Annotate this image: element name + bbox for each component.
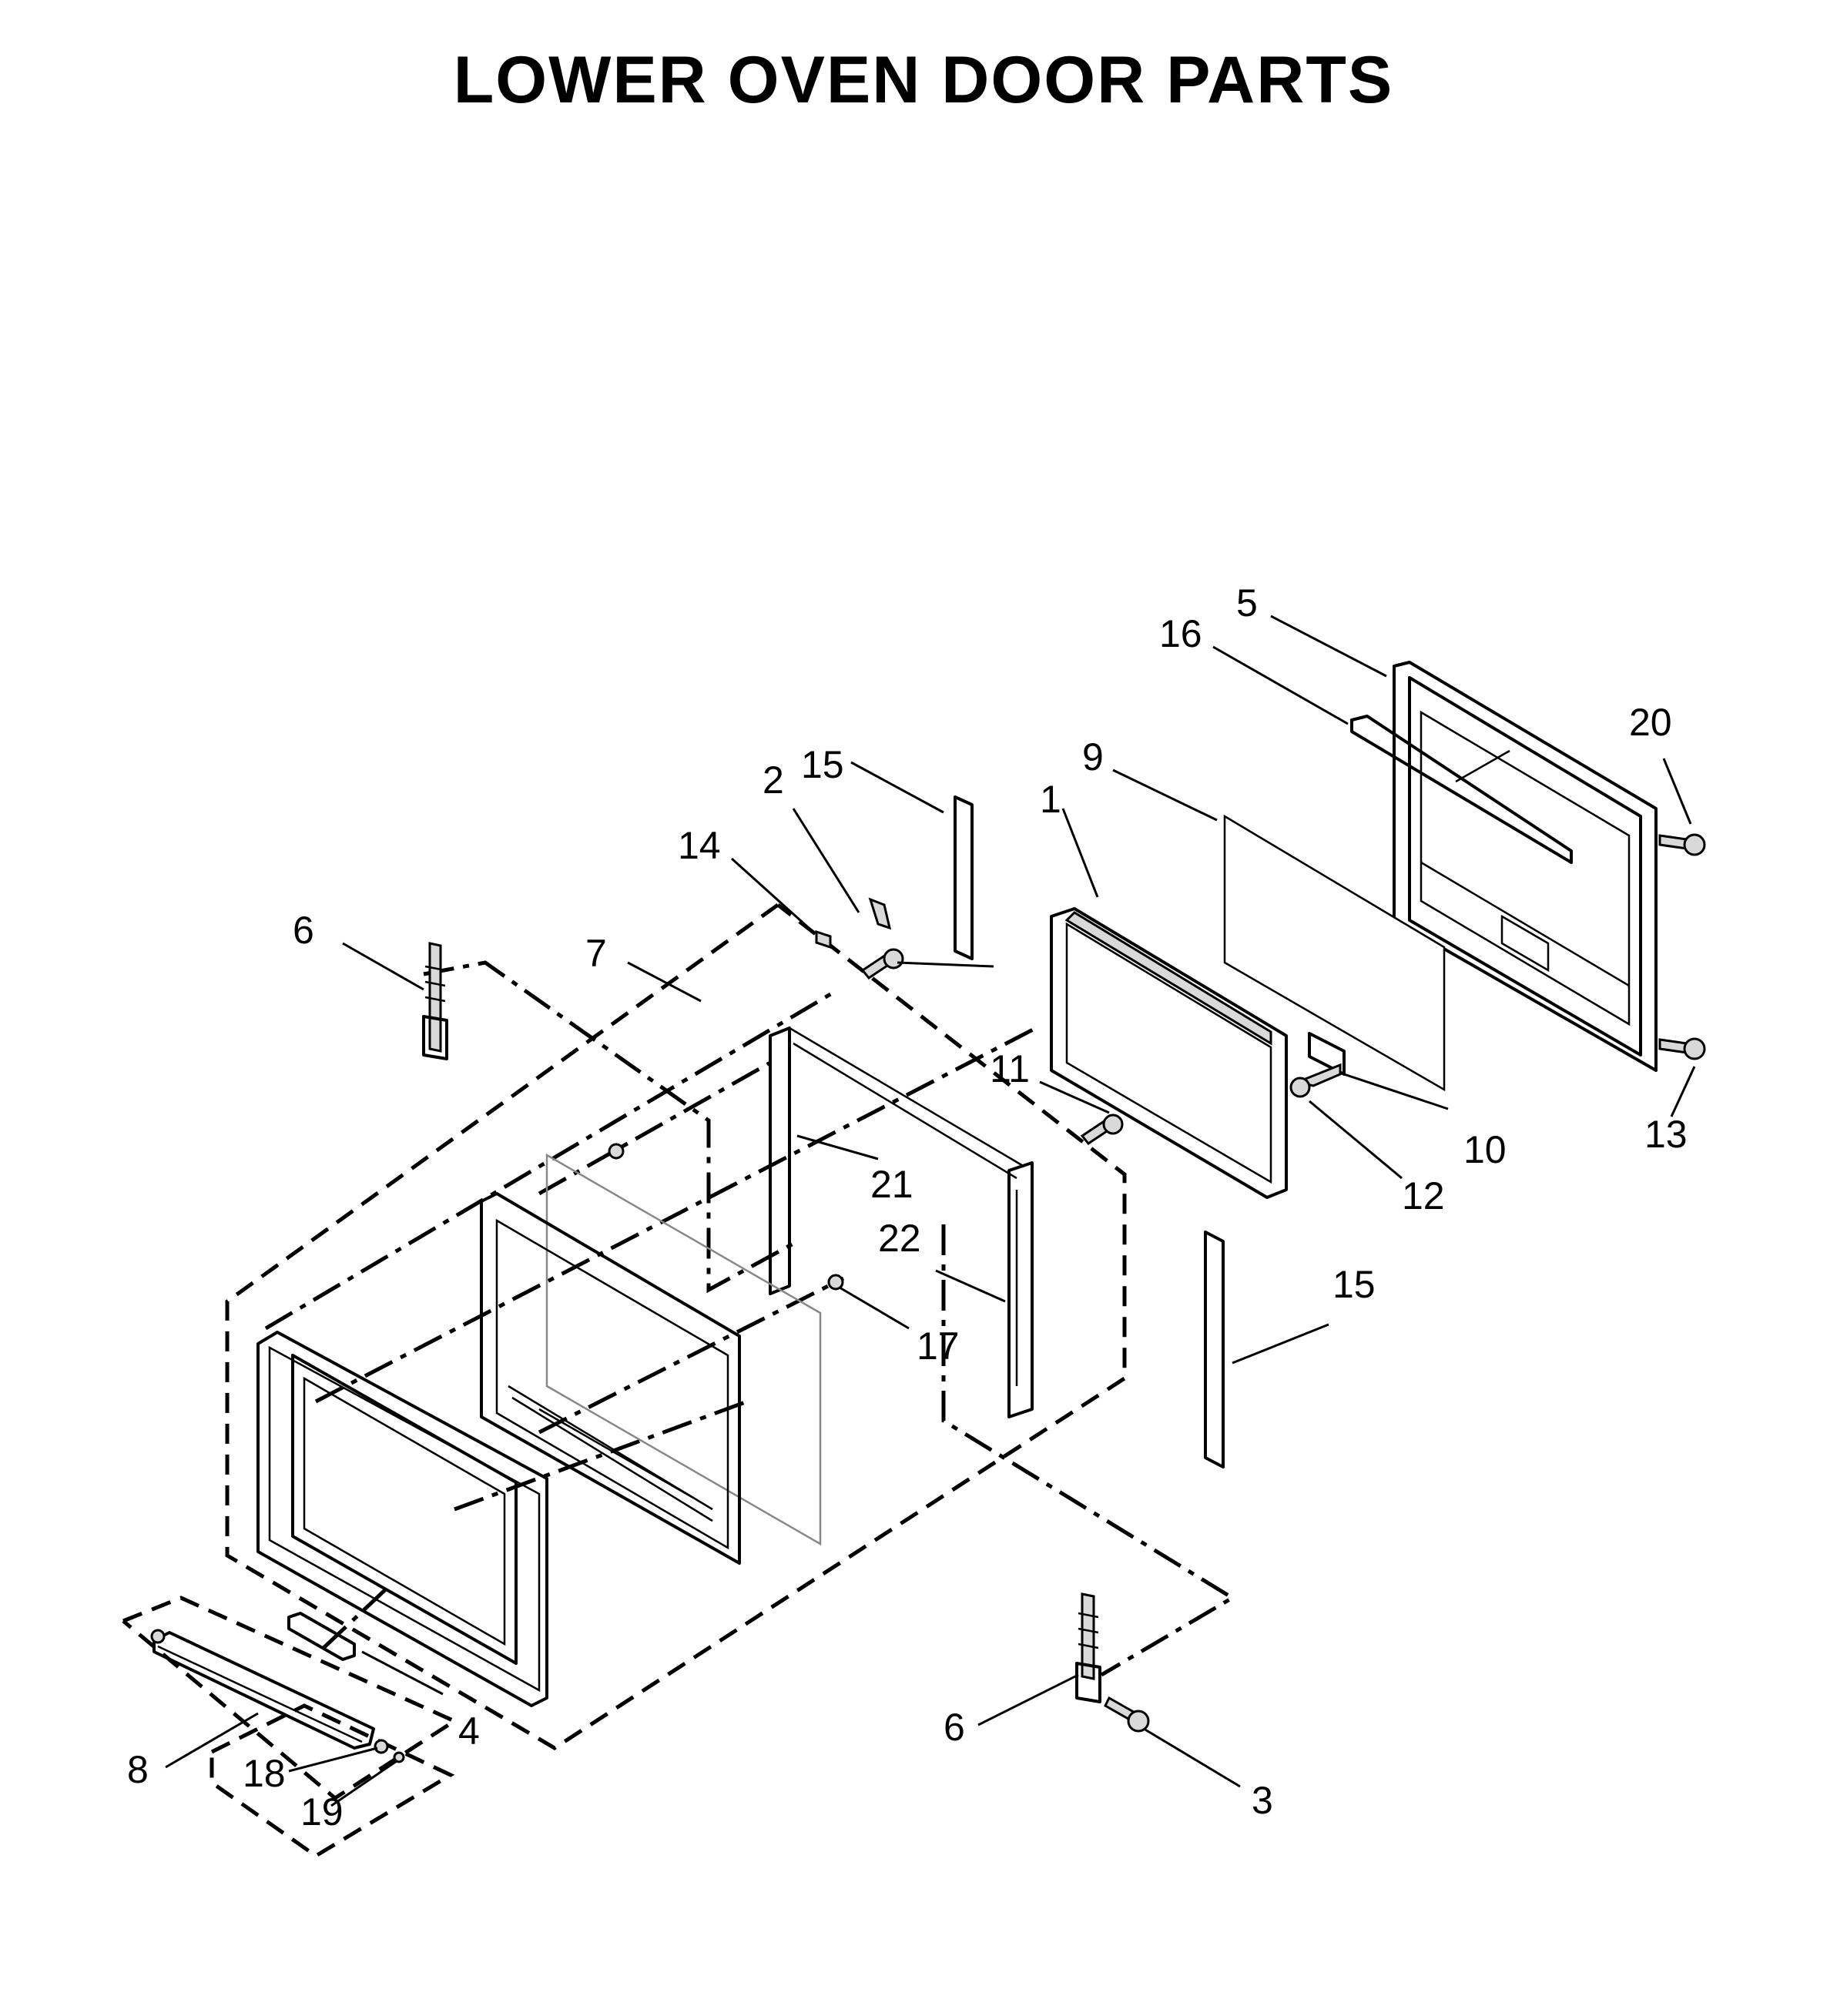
side-channel-part-21 bbox=[769, 1026, 1025, 1295]
door-handle-part-8 bbox=[150, 1629, 375, 1750]
door-liner-panel bbox=[480, 1192, 741, 1565]
hinge-part-6-left bbox=[422, 942, 448, 1060]
callout-6-left: 6 bbox=[293, 909, 314, 952]
callout-10: 10 bbox=[1463, 1128, 1507, 1171]
callout-15-lower: 15 bbox=[1332, 1263, 1376, 1306]
callout-8: 8 bbox=[127, 1748, 149, 1791]
callout-13: 13 bbox=[1644, 1113, 1688, 1156]
screw-part-12 bbox=[1289, 1063, 1342, 1098]
side-trim-part-15-lower bbox=[1204, 1231, 1225, 1468]
callout-7: 7 bbox=[585, 932, 607, 975]
callout-17: 17 bbox=[917, 1324, 960, 1368]
clip-part-14 bbox=[815, 929, 832, 949]
page-title: LOWER OVEN DOOR PARTS bbox=[453, 43, 1394, 117]
leader-lines bbox=[165, 615, 1696, 1807]
callout-4: 4 bbox=[458, 1710, 480, 1753]
side-channel-part-22 bbox=[1007, 1161, 1034, 1418]
assembly-lines bbox=[122, 903, 1236, 1858]
callout-20: 20 bbox=[1629, 701, 1672, 744]
callout-22: 22 bbox=[878, 1217, 921, 1260]
screw-part-11-lower bbox=[1080, 1113, 1124, 1146]
callout-16: 16 bbox=[1159, 612, 1202, 655]
callout-12: 12 bbox=[1402, 1174, 1445, 1217]
screw-part-3 bbox=[1104, 1696, 1150, 1733]
inner-glass bbox=[545, 1153, 822, 1546]
screw-part-13 bbox=[1658, 1037, 1706, 1060]
hinge-part-6-right bbox=[1075, 1592, 1101, 1703]
screw-part-19 bbox=[393, 1751, 405, 1763]
callout-19: 19 bbox=[300, 1790, 344, 1833]
screw-part-20 bbox=[1658, 833, 1706, 856]
callout-21: 21 bbox=[870, 1163, 913, 1206]
callout-9: 9 bbox=[1082, 735, 1104, 779]
clip-part-2 bbox=[868, 897, 892, 930]
top-channel-part-16 bbox=[1350, 715, 1573, 864]
callout-6-right: 6 bbox=[944, 1706, 965, 1749]
side-trim-part-15-upper bbox=[954, 795, 974, 960]
callout-labels: 5 16 20 15 9 1 2 14 6 7 11 21 10 13 12 2… bbox=[127, 581, 1688, 1833]
callout-15-upper: 15 bbox=[801, 743, 844, 786]
callout-14: 14 bbox=[678, 824, 721, 867]
inner-door-frame-part-5 bbox=[1393, 661, 1658, 1072]
callout-11: 11 bbox=[990, 1047, 1030, 1090]
callout-1: 1 bbox=[1040, 778, 1061, 821]
callout-3: 3 bbox=[1252, 1779, 1273, 1822]
washer-upper bbox=[608, 1143, 625, 1160]
brand-badge bbox=[287, 1612, 356, 1661]
callout-2: 2 bbox=[763, 759, 784, 802]
callout-18: 18 bbox=[243, 1752, 286, 1795]
end-cap-part-18 bbox=[374, 1739, 389, 1754]
screw-part-11-upper bbox=[860, 948, 904, 980]
callout-5: 5 bbox=[1236, 581, 1258, 625]
outer-door-panel-part-4 bbox=[256, 1331, 548, 1707]
glass-pack-frame-part-1 bbox=[1050, 907, 1288, 1199]
washer-part-17 bbox=[827, 1274, 844, 1291]
glass-panel-part-9 bbox=[1223, 814, 1446, 1092]
